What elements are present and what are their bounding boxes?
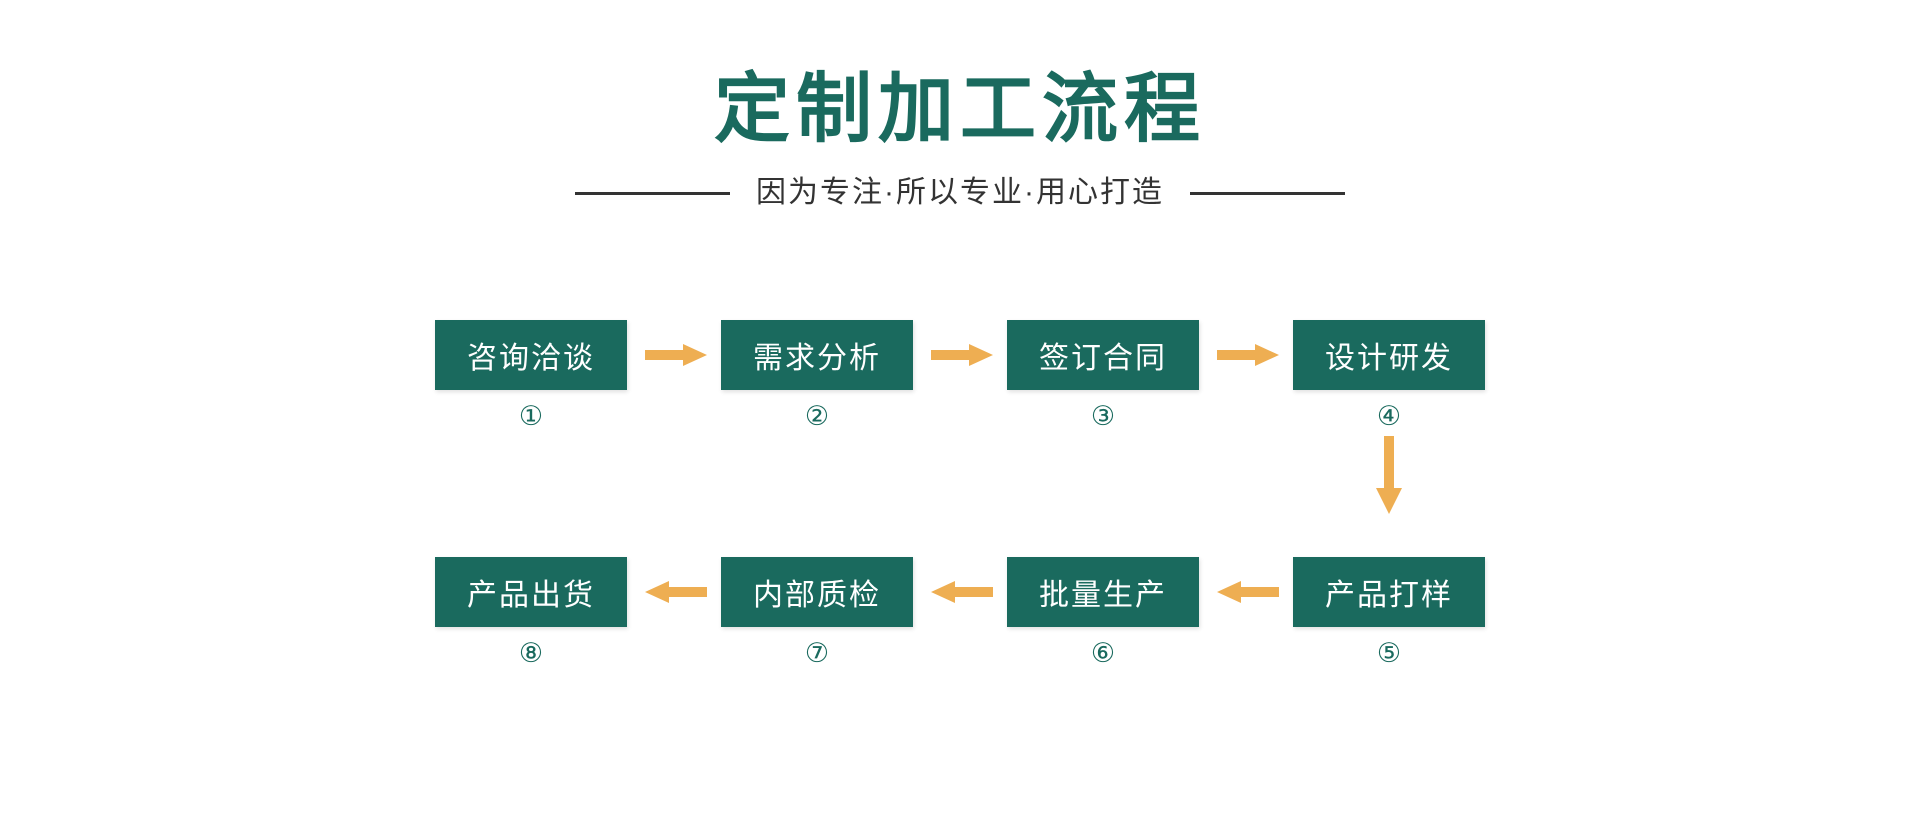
flow-step-5-label: 产品打样	[1325, 579, 1453, 612]
flow-step-7-box[interactable]: 内部质检	[721, 557, 913, 627]
page-title: 定制加工流程	[714, 67, 1206, 152]
flow-step-5[interactable]: 产品打样 ⑤	[1293, 557, 1485, 667]
process-flow: 咨询洽谈 ① 需求分析 ②	[0, 320, 1920, 737]
flow-step-8-number: ⑧	[518, 638, 544, 669]
flow-step-2[interactable]: 需求分析 ②	[721, 320, 913, 430]
arrow-left-icon-3	[1217, 581, 1279, 603]
arrow-right-icon-2	[931, 344, 993, 366]
flow-step-4-label: 设计研发	[1325, 342, 1453, 375]
flow-step-4[interactable]: 设计研发 ④	[1293, 320, 1485, 430]
flow-step-8-label: 产品出货	[467, 579, 595, 612]
divider-line-left	[575, 191, 730, 195]
flow-step-4-box[interactable]: 设计研发	[1293, 320, 1485, 390]
arrow-left-icon-1	[645, 581, 707, 603]
header: 定制加工流程 因为专注·所以专业·用心打造	[0, 0, 1920, 208]
flow-step-3[interactable]: 签订合同 ③	[1007, 320, 1199, 430]
arrow-left-icon-2	[931, 581, 993, 603]
flow-step-5-number: ⑤	[1376, 638, 1402, 669]
flow-step-2-number: ②	[804, 401, 830, 432]
flow-step-6-number: ⑥	[1090, 638, 1116, 669]
flow-step-7[interactable]: 内部质检 ⑦	[721, 557, 913, 667]
flow-step-3-label: 签订合同	[1039, 342, 1167, 375]
subtitle-text: 因为专注·所以专业·用心打造	[756, 176, 1164, 209]
flow-step-7-label: 内部质检	[753, 579, 881, 612]
flow-row-one: 咨询洽谈 ① 需求分析 ②	[435, 320, 1485, 514]
flow-step-7-number: ⑦	[804, 638, 830, 669]
flow-step-5-box[interactable]: 产品打样	[1293, 557, 1485, 627]
flow-step-4-number: ④	[1376, 401, 1402, 432]
arrow-right-icon-1	[645, 344, 707, 366]
flow-step-8-box[interactable]: 产品出货	[435, 557, 627, 627]
flow-step-1-number: ①	[518, 401, 544, 432]
flow-step-3-box[interactable]: 签订合同	[1007, 320, 1199, 390]
flow-step-1-label: 咨询洽谈	[467, 342, 595, 375]
flow-step-3-number: ③	[1090, 401, 1116, 432]
subtitle-row: 因为专注·所以专业·用心打造	[0, 178, 1920, 208]
arrow-down-icon	[1376, 436, 1402, 514]
flow-step-6-label: 批量生产	[1039, 579, 1167, 612]
flow-step-6-box[interactable]: 批量生产	[1007, 557, 1199, 627]
flow-step-6[interactable]: 批量生产 ⑥	[1007, 557, 1199, 667]
flow-step-1[interactable]: 咨询洽谈 ①	[435, 320, 627, 430]
flow-step-2-label: 需求分析	[753, 342, 881, 375]
divider-line-right	[1189, 191, 1345, 195]
flow-row-two: 产品出货 ⑧ 内部质检 ⑦	[435, 557, 1485, 737]
flow-step-8[interactable]: 产品出货 ⑧	[435, 557, 627, 667]
arrow-right-icon-3	[1217, 344, 1279, 366]
flow-step-2-box[interactable]: 需求分析	[721, 320, 913, 390]
flow-step-1-box[interactable]: 咨询洽谈	[435, 320, 627, 390]
